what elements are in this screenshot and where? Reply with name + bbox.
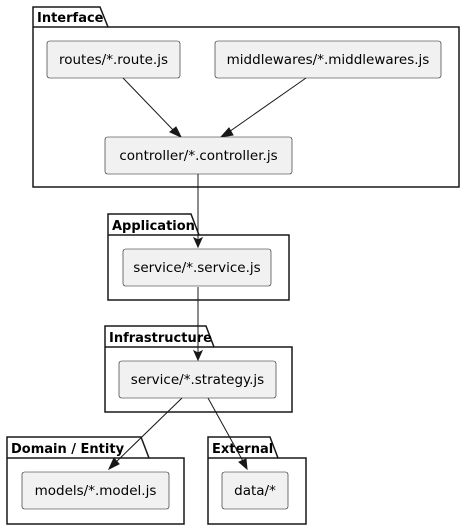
component-service-label: service/*.service.js	[133, 260, 260, 276]
package-interface-title: Interface	[37, 11, 104, 26]
package-infrastructure-title: Infrastructure	[109, 331, 212, 346]
edge-strategy-to-models	[107, 397, 183, 471]
component-middlewares[interactable]: middlewares/*.middlewares.js	[214, 40, 442, 79]
edge-middlewares-to-controller	[219, 77, 307, 138]
component-service[interactable]: service/*.service.js	[122, 248, 272, 287]
dependency-edges	[107, 77, 307, 471]
component-routes-label: routes/*.route.js	[59, 52, 168, 68]
component-controller-label: controller/*.controller.js	[119, 148, 277, 164]
component-strategy[interactable]: service/*.strategy.js	[118, 360, 277, 399]
component-controller[interactable]: controller/*.controller.js	[104, 136, 293, 175]
edge-routes-to-controller	[122, 77, 183, 139]
package-application-title: Application	[112, 219, 195, 234]
edge-strategy-to-data	[207, 397, 248, 471]
package-external-title: External	[212, 442, 273, 457]
component-models[interactable]: models/*.model.js	[21, 471, 170, 510]
package-domain-title: Domain / Entity	[11, 442, 125, 457]
component-data-label: data/*	[234, 483, 276, 499]
component-data[interactable]: data/*	[221, 471, 289, 510]
component-routes[interactable]: routes/*.route.js	[46, 40, 181, 79]
component-middlewares-label: middlewares/*.middlewares.js	[227, 52, 430, 68]
edge-controller-to-service	[192, 174, 204, 249]
component-models-label: models/*.model.js	[35, 483, 157, 499]
edge-service-to-strategy	[192, 287, 204, 362]
component-strategy-label: service/*.strategy.js	[131, 372, 264, 388]
